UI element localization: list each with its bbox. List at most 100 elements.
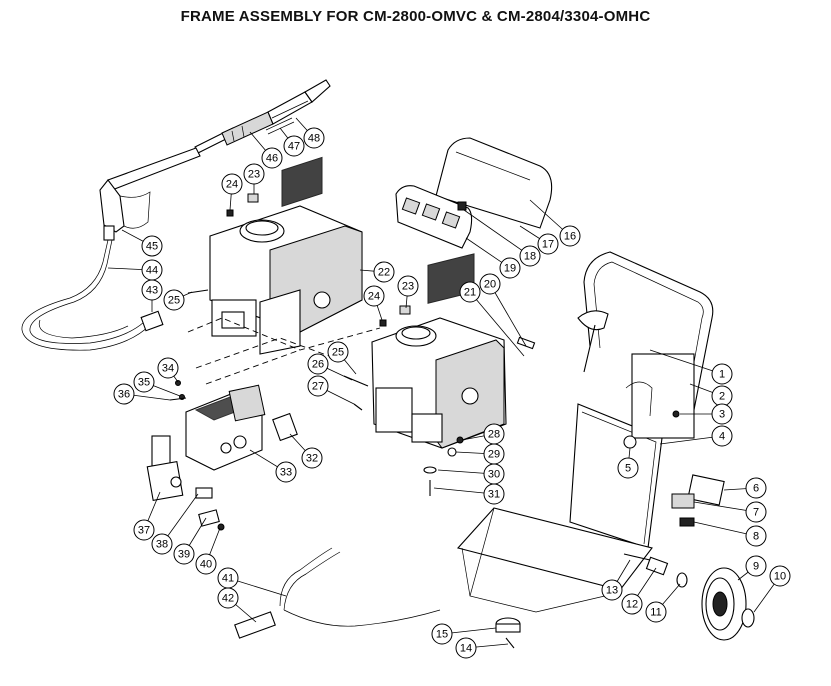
callout-circle xyxy=(559,225,581,247)
label-8 xyxy=(679,517,695,527)
callout-circle xyxy=(745,525,767,547)
callout-2: 2 xyxy=(711,385,733,407)
control-panel-decal xyxy=(395,185,473,249)
leader-line-1 xyxy=(649,349,723,375)
callout-circle xyxy=(499,257,521,279)
callout-number: 20 xyxy=(484,279,496,291)
callout-number: 4 xyxy=(719,431,725,443)
callout-circle xyxy=(275,461,297,483)
warning-label-6 xyxy=(687,474,725,506)
callout-circle xyxy=(431,623,453,645)
callout-circle xyxy=(745,501,767,523)
label-7 xyxy=(671,493,695,509)
bolt-26 xyxy=(343,375,369,387)
key-plate xyxy=(247,193,259,203)
callout-38: 38 xyxy=(151,533,173,555)
callout-4: 4 xyxy=(711,425,733,447)
callout-circle xyxy=(769,565,791,587)
callout-number: 39 xyxy=(178,549,190,561)
callout-10: 10 xyxy=(769,565,791,587)
callout-circle xyxy=(601,579,623,601)
callout-number: 45 xyxy=(146,241,158,253)
callout-number: 9 xyxy=(753,561,759,573)
callout-22: 22 xyxy=(373,261,395,283)
callout-23: 23 xyxy=(397,275,419,297)
callout-circle xyxy=(283,135,305,157)
washer-small-front xyxy=(379,319,387,327)
callout-number: 2 xyxy=(719,391,725,403)
callout-circle xyxy=(459,281,481,303)
callout-26: 26 xyxy=(307,353,329,375)
washer-small xyxy=(226,209,234,217)
callout-number: 40 xyxy=(200,559,212,571)
callout-21: 21 xyxy=(459,281,481,303)
callout-circle xyxy=(711,363,733,385)
callout-number: 42 xyxy=(222,593,234,605)
callout-circle xyxy=(373,261,395,283)
callout-37: 37 xyxy=(133,519,155,541)
callout-13: 13 xyxy=(601,579,623,601)
callout-20: 20 xyxy=(479,273,501,295)
washer-30 xyxy=(423,466,437,474)
spacer-12 xyxy=(645,556,669,576)
callout-number: 44 xyxy=(146,265,158,277)
callout-number: 24 xyxy=(226,179,238,191)
unloader-valve xyxy=(146,435,184,501)
callout-8: 8 xyxy=(745,525,767,547)
callout-circle xyxy=(483,483,505,505)
high-pressure-hose xyxy=(21,239,164,351)
callout-circle xyxy=(195,553,217,575)
callout-number: 8 xyxy=(753,531,759,543)
callout-number: 37 xyxy=(138,525,150,537)
fitting-38 xyxy=(195,487,213,499)
fitting-39 xyxy=(198,509,220,527)
foot-15 xyxy=(495,617,521,633)
callout-40: 40 xyxy=(195,553,217,575)
callout-number: 14 xyxy=(460,643,472,655)
callout-17: 17 xyxy=(537,233,559,255)
callout-number: 29 xyxy=(488,449,500,461)
callout-number: 34 xyxy=(162,363,174,375)
belt-guard-cover xyxy=(435,137,553,229)
callout-circle xyxy=(479,273,501,295)
pump xyxy=(185,384,266,471)
callout-14: 14 xyxy=(455,637,477,659)
callout-number: 25 xyxy=(168,295,180,307)
hub-cap-10 xyxy=(741,608,755,628)
callout-35: 35 xyxy=(133,371,155,393)
callout-32: 32 xyxy=(301,447,323,469)
leader-line-20 xyxy=(489,283,527,347)
callout-circle xyxy=(163,289,185,311)
callout-46: 46 xyxy=(261,147,283,169)
callout-circle xyxy=(157,357,179,379)
callout-circle xyxy=(327,341,349,363)
callout-number: 25 xyxy=(332,347,344,359)
callout-number: 23 xyxy=(248,169,260,181)
callout-45: 45 xyxy=(141,235,163,257)
callout-24: 24 xyxy=(363,285,385,307)
callout-43: 43 xyxy=(141,279,163,301)
callout-circle xyxy=(363,285,385,307)
callout-15: 15 xyxy=(431,623,453,645)
inlet-hose xyxy=(234,547,441,639)
leader-line-21 xyxy=(469,291,525,357)
callout-number: 15 xyxy=(436,629,448,641)
callout-circle xyxy=(711,403,733,425)
callout-circle xyxy=(221,173,243,195)
callout-circle xyxy=(621,593,643,615)
callout-number: 24 xyxy=(368,291,380,303)
callout-9: 9 xyxy=(745,555,767,577)
pin-27 xyxy=(353,403,363,411)
callout-number: 46 xyxy=(266,153,278,165)
callout-circle xyxy=(397,275,419,297)
knob-5 xyxy=(623,435,637,449)
callout-39: 39 xyxy=(173,543,195,565)
callout-circle xyxy=(745,477,767,499)
callout-number: 41 xyxy=(222,573,234,585)
callout-number: 6 xyxy=(753,483,759,495)
callout-44: 44 xyxy=(141,259,163,281)
spray-gun xyxy=(99,147,201,241)
screw-36 xyxy=(169,397,187,401)
o-ring-40 xyxy=(217,523,225,531)
